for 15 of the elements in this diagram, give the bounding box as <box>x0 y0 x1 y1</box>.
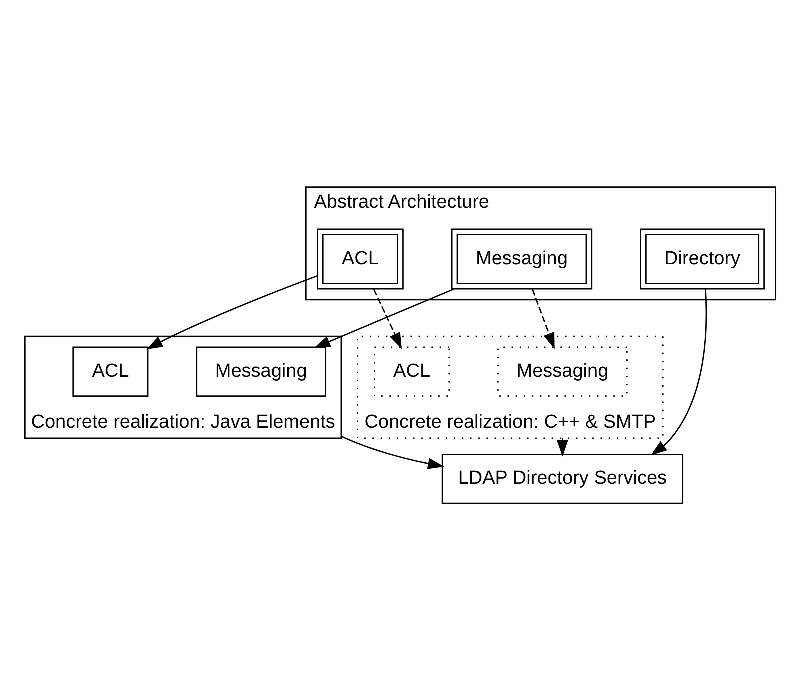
arrow <box>651 288 708 456</box>
node-box: ACL <box>317 228 404 290</box>
arrow <box>314 288 454 348</box>
arrow <box>557 438 568 456</box>
node-box: Messaging <box>451 228 593 290</box>
node-box: Directory <box>640 228 765 290</box>
node-box: ACL <box>72 346 149 397</box>
arrow <box>146 275 318 350</box>
arrow <box>373 288 402 349</box>
arrow <box>532 288 555 349</box>
node-box: ACL <box>374 346 450 397</box>
node-box: Messaging <box>498 346 628 397</box>
node-box: Messaging <box>196 346 327 397</box>
arrow <box>341 435 444 469</box>
node-box: LDAP Directory Services <box>442 454 684 504</box>
